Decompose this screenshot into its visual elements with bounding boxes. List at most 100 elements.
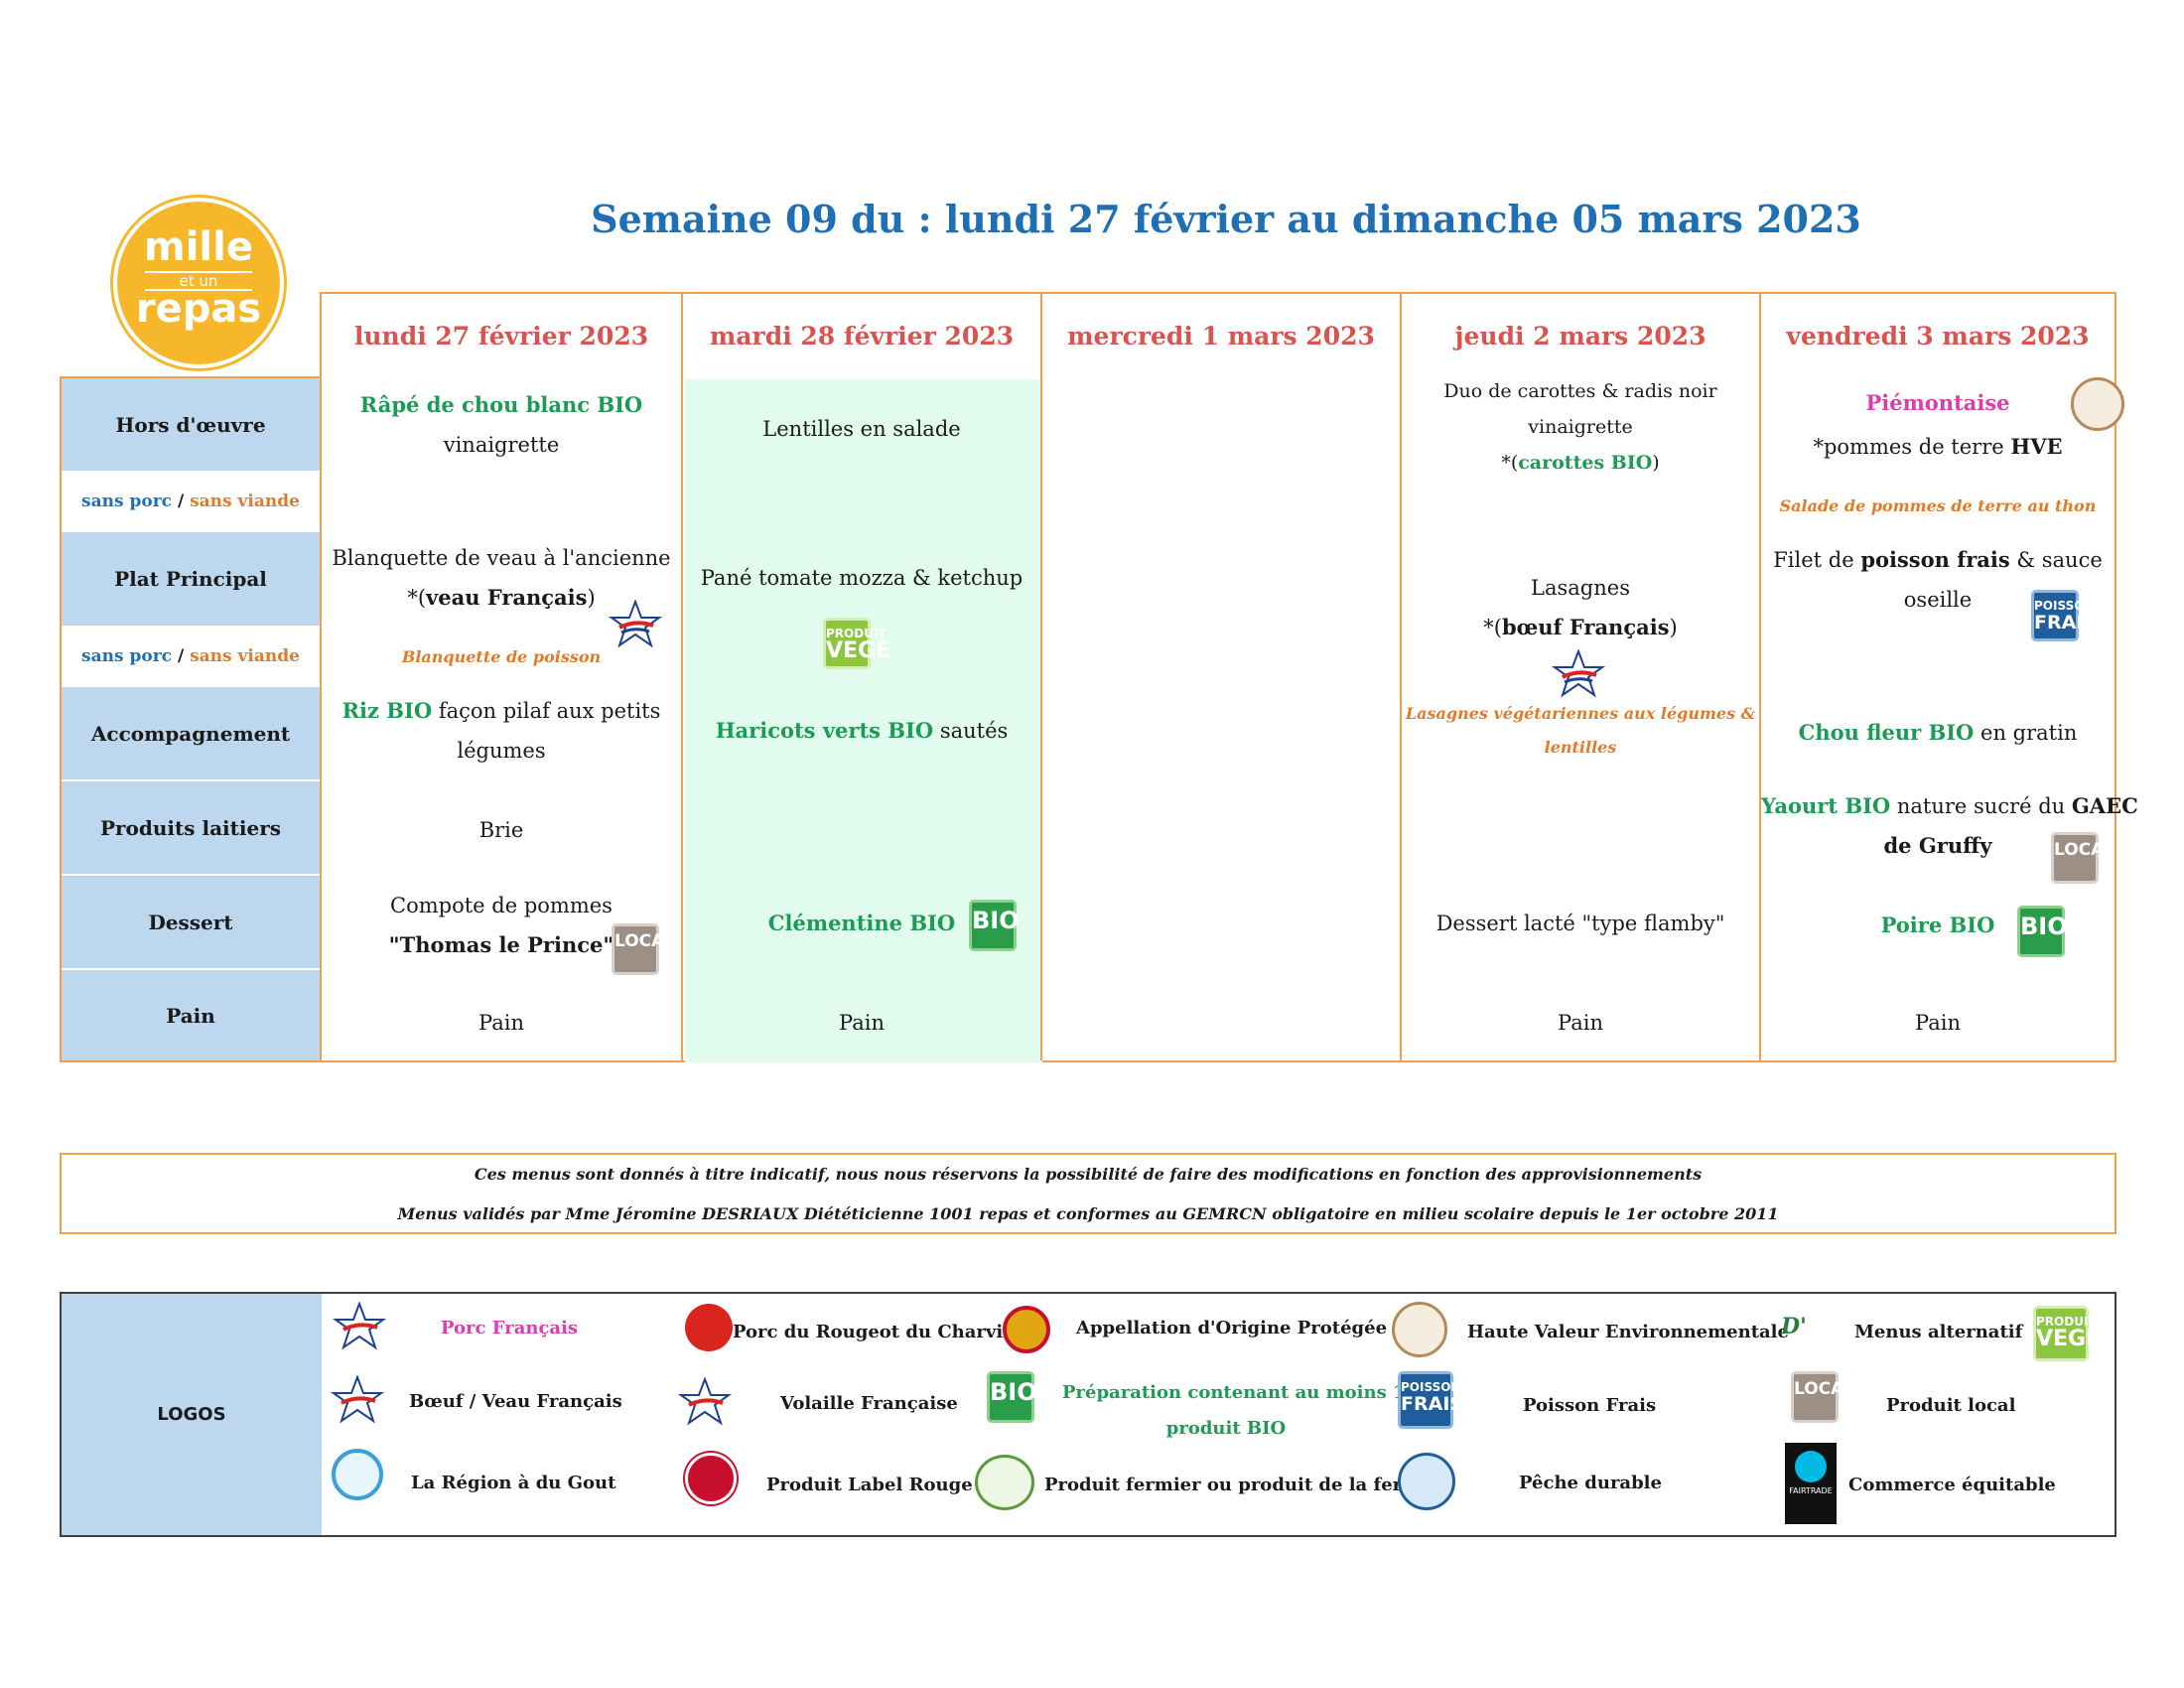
legend-prep-bio-line2: produit BIO (1165, 1418, 1287, 1439)
friday-acc-rest: en gratin (1974, 721, 2078, 745)
monday-ho-line1: Râpé de chou blanc BIO (359, 392, 643, 417)
thursday-alt-line2: lentilles (1544, 738, 1617, 757)
monday-acc-bio: Riz BIO (341, 698, 433, 723)
sans-viande-label: sans viande (190, 646, 300, 666)
volaille-francaise-icon (677, 1377, 733, 1426)
aop-icon (1003, 1306, 1050, 1353)
monday-lait: Brie (478, 818, 524, 842)
rougeot-icon (685, 1304, 733, 1351)
fermier-icon (975, 1455, 1034, 1510)
vege-badge-top: PRODUIT (2036, 1315, 2097, 1329)
sans-porc-label: sans porc (81, 646, 173, 666)
fairtrade-text: FAIRTRADE (1789, 1486, 1833, 1495)
monday-hors-oeuvre: Râpé de chou blanc BIO vinaigrette (322, 385, 681, 465)
paren: ) (1669, 616, 1678, 639)
friday-accompagnement: Chou fleur BIO en gratin (1761, 713, 2115, 753)
monday-acc-rest: façon pilaf aux petits (432, 699, 661, 723)
column-divider (1759, 294, 1761, 1060)
row-divider (62, 779, 320, 781)
monday-plat-line2: *(veau Français) (322, 578, 681, 618)
paren: ) (1652, 452, 1660, 474)
friday-ho-hve: HVE (2010, 434, 2063, 459)
legend-peche: Pêche durable (1519, 1473, 1662, 1493)
thursday-dessert: Dessert lacté "type flamby" (1435, 912, 1725, 935)
bio-icon: BIO (969, 900, 1020, 951)
local-icon: LOCAL (612, 923, 675, 975)
friday-lait-bio: Yaourt BIO (1761, 793, 1891, 818)
thursday-ho-line3: *(carottes BIO) (1402, 445, 1759, 481)
paren: *( (1483, 616, 1502, 639)
monday-dessert: Compote de pommes "Thomas le Prince" (322, 886, 681, 965)
friday-plat-fish: poisson frais (1860, 547, 2010, 572)
column-divider (1400, 294, 1402, 1060)
friday-ho-line2: *pommes de terre HVE (1761, 427, 2115, 467)
porc-francais-icon (332, 1302, 387, 1350)
hve-icon (2071, 377, 2124, 431)
brand-line2: et un (145, 271, 252, 291)
monday-acc-line1: Riz BIO façon pilaf aux petits (322, 691, 681, 731)
thursday-ho-line1: Duo de carottes & radis noir (1443, 380, 1717, 402)
tuesday-pain: Pain (839, 1011, 885, 1035)
bio-icon: BIO (987, 1371, 1037, 1423)
tuesday-acc-bio: Haricots verts BIO (715, 718, 934, 743)
legend-label-rouge: Produit Label Rouge (766, 1475, 973, 1495)
bio-icon: BIO (2017, 906, 2068, 957)
disclaimer-box: Ces menus sont donnés à titre indicatif,… (60, 1153, 2116, 1234)
tuesday-hors-oeuvre: Lentilles en salade (762, 417, 961, 441)
bio-badge-text: BIO (990, 1378, 1037, 1406)
vege-badge-top: PRODUIT (826, 627, 887, 640)
legend-region-gout: La Région à du Gout (411, 1473, 616, 1493)
tuesday-accompagnement: Haricots verts BIO sautés (683, 711, 1040, 751)
legend-volaille: Volaille Française (780, 1393, 958, 1414)
row-dessert: Dessert (62, 876, 320, 968)
thursday-plat-line2: *(bœuf Français) (1402, 608, 1759, 647)
fairtrade-icon: FAIRTRADE (1785, 1443, 1837, 1524)
poisson-badge-top: POISSON (2034, 599, 2095, 613)
bio-badge-text: BIO (2020, 913, 2068, 940)
label-rouge-icon (685, 1453, 737, 1504)
row-sans-porc-1: sans porc / sans viande (62, 471, 320, 532)
row-plat-principal: Plat Principal (62, 532, 320, 626)
friday-lait-gaec: GAEC (2071, 793, 2138, 818)
slash: / (177, 646, 185, 666)
legend-local: Produit local (1886, 1395, 2016, 1416)
page-title: Semaine 09 du : lundi 27 février au dima… (591, 197, 1861, 241)
row-sans-porc-2: sans porc / sans viande (62, 626, 320, 687)
friday-plat-text: Filet de (1773, 548, 1861, 572)
row-hors-oeuvre: Hors d'œuvre (62, 378, 320, 471)
friday-ho-text: *pommes de terre (1813, 435, 2011, 459)
disclaimer-line2: Menus validés par Mme Jéromine DESRIAUX … (397, 1204, 1779, 1223)
friday-hors-oeuvre: Piémontaise *pommes de terre HVE (1761, 383, 2115, 467)
thursday-origin: bœuf Français (1501, 615, 1670, 639)
monday-pain: Pain (478, 1011, 524, 1035)
column-divider (1040, 294, 1042, 1060)
local-icon: LOCAL (1791, 1371, 1854, 1423)
monday-acc-line2: légumes (457, 739, 546, 763)
friday-ho-line1: Piémontaise (1865, 390, 2010, 415)
row-produits-laitiers: Produits laitiers (62, 781, 320, 874)
thursday-ho-bio: carottes BIO (1518, 452, 1653, 474)
brand-logo: mille et un repas (113, 198, 284, 368)
friday-acc-bio: Chou fleur BIO (1798, 720, 1975, 745)
thursday-ho-line2: vinaigrette (1528, 416, 1633, 438)
paren: *( (407, 586, 427, 610)
tuesday-acc-rest: sautés (933, 719, 1009, 743)
vege-badge-text: VEGE (2036, 1327, 2102, 1351)
vege-badge-text: VEGE (826, 638, 891, 663)
tuesday-plat: Pané tomate mozza & ketchup (700, 566, 1024, 590)
legend-rougeot: Porc du Rougeot du Charvin (733, 1322, 1017, 1342)
monday-dessert-line1: Compote de pommes (390, 894, 613, 917)
row-divider (62, 874, 320, 876)
friday-dessert: Poire BIO (1880, 913, 1995, 937)
friday-lait-line2: de Gruffy (1883, 833, 1992, 858)
boeuf-veau-icon (330, 1375, 385, 1424)
paren: ) (587, 586, 596, 610)
thursday-hors-oeuvre: Duo de carottes & radis noir vinaigrette… (1402, 373, 1759, 481)
peche-durable-icon (1398, 1453, 1455, 1510)
day-header-friday: vendredi 3 mars 2023 (1786, 321, 2090, 351)
thursday-plat: Lasagnes *(bœuf Français) (1402, 568, 1759, 647)
